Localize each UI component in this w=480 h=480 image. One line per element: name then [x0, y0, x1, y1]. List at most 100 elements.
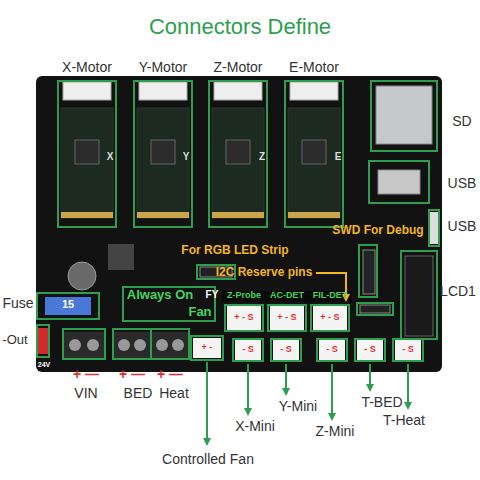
diagram-title: Connectors Define: [149, 16, 331, 38]
motor-drivers: [61, 82, 340, 218]
terminal-block: [64, 332, 104, 358]
driver-pins: [212, 212, 264, 218]
pin-label: - S: [280, 345, 292, 354]
pin-label: + - S: [277, 313, 296, 322]
connector-label: BED: [124, 386, 153, 400]
connector-label: Z-Probe: [227, 291, 261, 300]
connector-label: VIN: [74, 386, 97, 400]
connector-label: T-Heat: [383, 413, 425, 427]
connector-box: Heat: [150, 328, 190, 360]
leader-line: [247, 364, 249, 414]
connector-label: Fuse: [2, 296, 33, 310]
connector-box: SD: [370, 80, 438, 152]
pin-label: + —: [73, 367, 99, 381]
jst-connector: [227, 306, 261, 330]
terminal-screw: [69, 339, 81, 351]
driver-chip: [75, 140, 99, 164]
terminal-screw: [156, 339, 168, 351]
connector-box: -Out: [36, 324, 50, 358]
motor-connector: [63, 82, 111, 100]
leader-lines: [207, 362, 408, 444]
driver-module: [137, 108, 189, 218]
terminal-screw: [87, 339, 99, 351]
connector-label: Z-Mini: [316, 424, 355, 438]
connector-box: Always On Fan: [122, 286, 216, 322]
pin-label: + -: [202, 343, 213, 352]
jst-connector: [319, 340, 345, 360]
leader-line: [285, 364, 287, 394]
lcd-header: [405, 256, 433, 336]
pin-label: Y: [183, 152, 190, 162]
connector-box: VIN: [62, 328, 106, 360]
usb-port: [378, 170, 420, 194]
label-band: [222, 291, 352, 302]
connector-label: Controlled Fan: [162, 452, 254, 466]
pin-label: X: [107, 152, 114, 162]
leader-line: [369, 364, 371, 390]
driver-module: [288, 108, 340, 218]
leader-line: [407, 364, 409, 408]
driver-chip: [302, 140, 326, 164]
leader-line: [206, 362, 208, 444]
connector-label: Z-Motor: [214, 60, 263, 74]
connector-label: Y-Mini: [279, 399, 317, 413]
sd-slot: [376, 86, 432, 144]
pin-label: - S: [326, 345, 338, 354]
connector-label: -Out: [2, 333, 27, 346]
connector-box: SWD For Debug: [358, 244, 378, 298]
pin-label: - S: [364, 345, 376, 354]
connector-label: Fan: [188, 305, 211, 318]
connector-label: SD: [452, 114, 471, 128]
driver-pins: [137, 212, 189, 218]
connector-box: LCD1: [400, 250, 438, 340]
terminal-block: [114, 332, 150, 358]
pin-label: + —: [157, 367, 183, 381]
i2c-header: [360, 305, 390, 313]
fuse: [45, 297, 91, 315]
connector-label: X-Mini: [235, 419, 275, 433]
pin-label: E: [335, 152, 342, 162]
power-out-connector: [38, 328, 48, 354]
connector-label: USB: [448, 176, 477, 190]
inductor: [108, 244, 134, 270]
connector-label: FIL-DET: [313, 291, 348, 300]
pin-label: FY: [206, 290, 219, 300]
connector-label: Heat: [159, 386, 189, 400]
connector-label: X-Motor: [62, 60, 112, 74]
driver-module: [212, 108, 264, 218]
connector-label: I2C Reserve pins: [216, 266, 313, 278]
jst-connector: [313, 306, 347, 330]
connector-label: E-Motor: [289, 60, 339, 74]
connector-label: AC-DET: [270, 291, 304, 300]
connector-label: Y-Motor: [139, 60, 188, 74]
connector-box: USB: [428, 209, 440, 247]
connector-label: Always On: [127, 288, 193, 301]
driver-chip: [226, 140, 250, 164]
pcb-board: [36, 76, 442, 372]
terminal-screw: [134, 339, 146, 351]
connector-box: USB: [368, 160, 430, 204]
swd-header: [363, 250, 375, 294]
pin-label: Z: [259, 152, 265, 162]
connector-label: USB: [448, 219, 477, 233]
capacitor: [68, 262, 96, 290]
driver-chip: [151, 140, 175, 164]
connector-label: For RGB LED Strip: [181, 244, 288, 256]
driver-pins: [288, 212, 340, 218]
jst-connector: [273, 340, 299, 360]
motor-connector: [214, 82, 262, 100]
pin-label: + —: [119, 367, 145, 381]
terminal-block: [152, 332, 188, 358]
connector-box: BED: [112, 328, 152, 360]
jst-connector: [357, 340, 383, 360]
connector-label: T-BED: [361, 395, 402, 409]
motor-connector: [139, 82, 187, 100]
connector-box: I2C Reserve pins: [356, 302, 394, 316]
terminal-screw: [172, 339, 184, 351]
pin-label: 24V: [38, 361, 50, 368]
motor-connector: [290, 82, 338, 100]
usb-header: [430, 212, 438, 244]
jst-connector: [270, 306, 304, 330]
jst-connector: [193, 338, 221, 358]
